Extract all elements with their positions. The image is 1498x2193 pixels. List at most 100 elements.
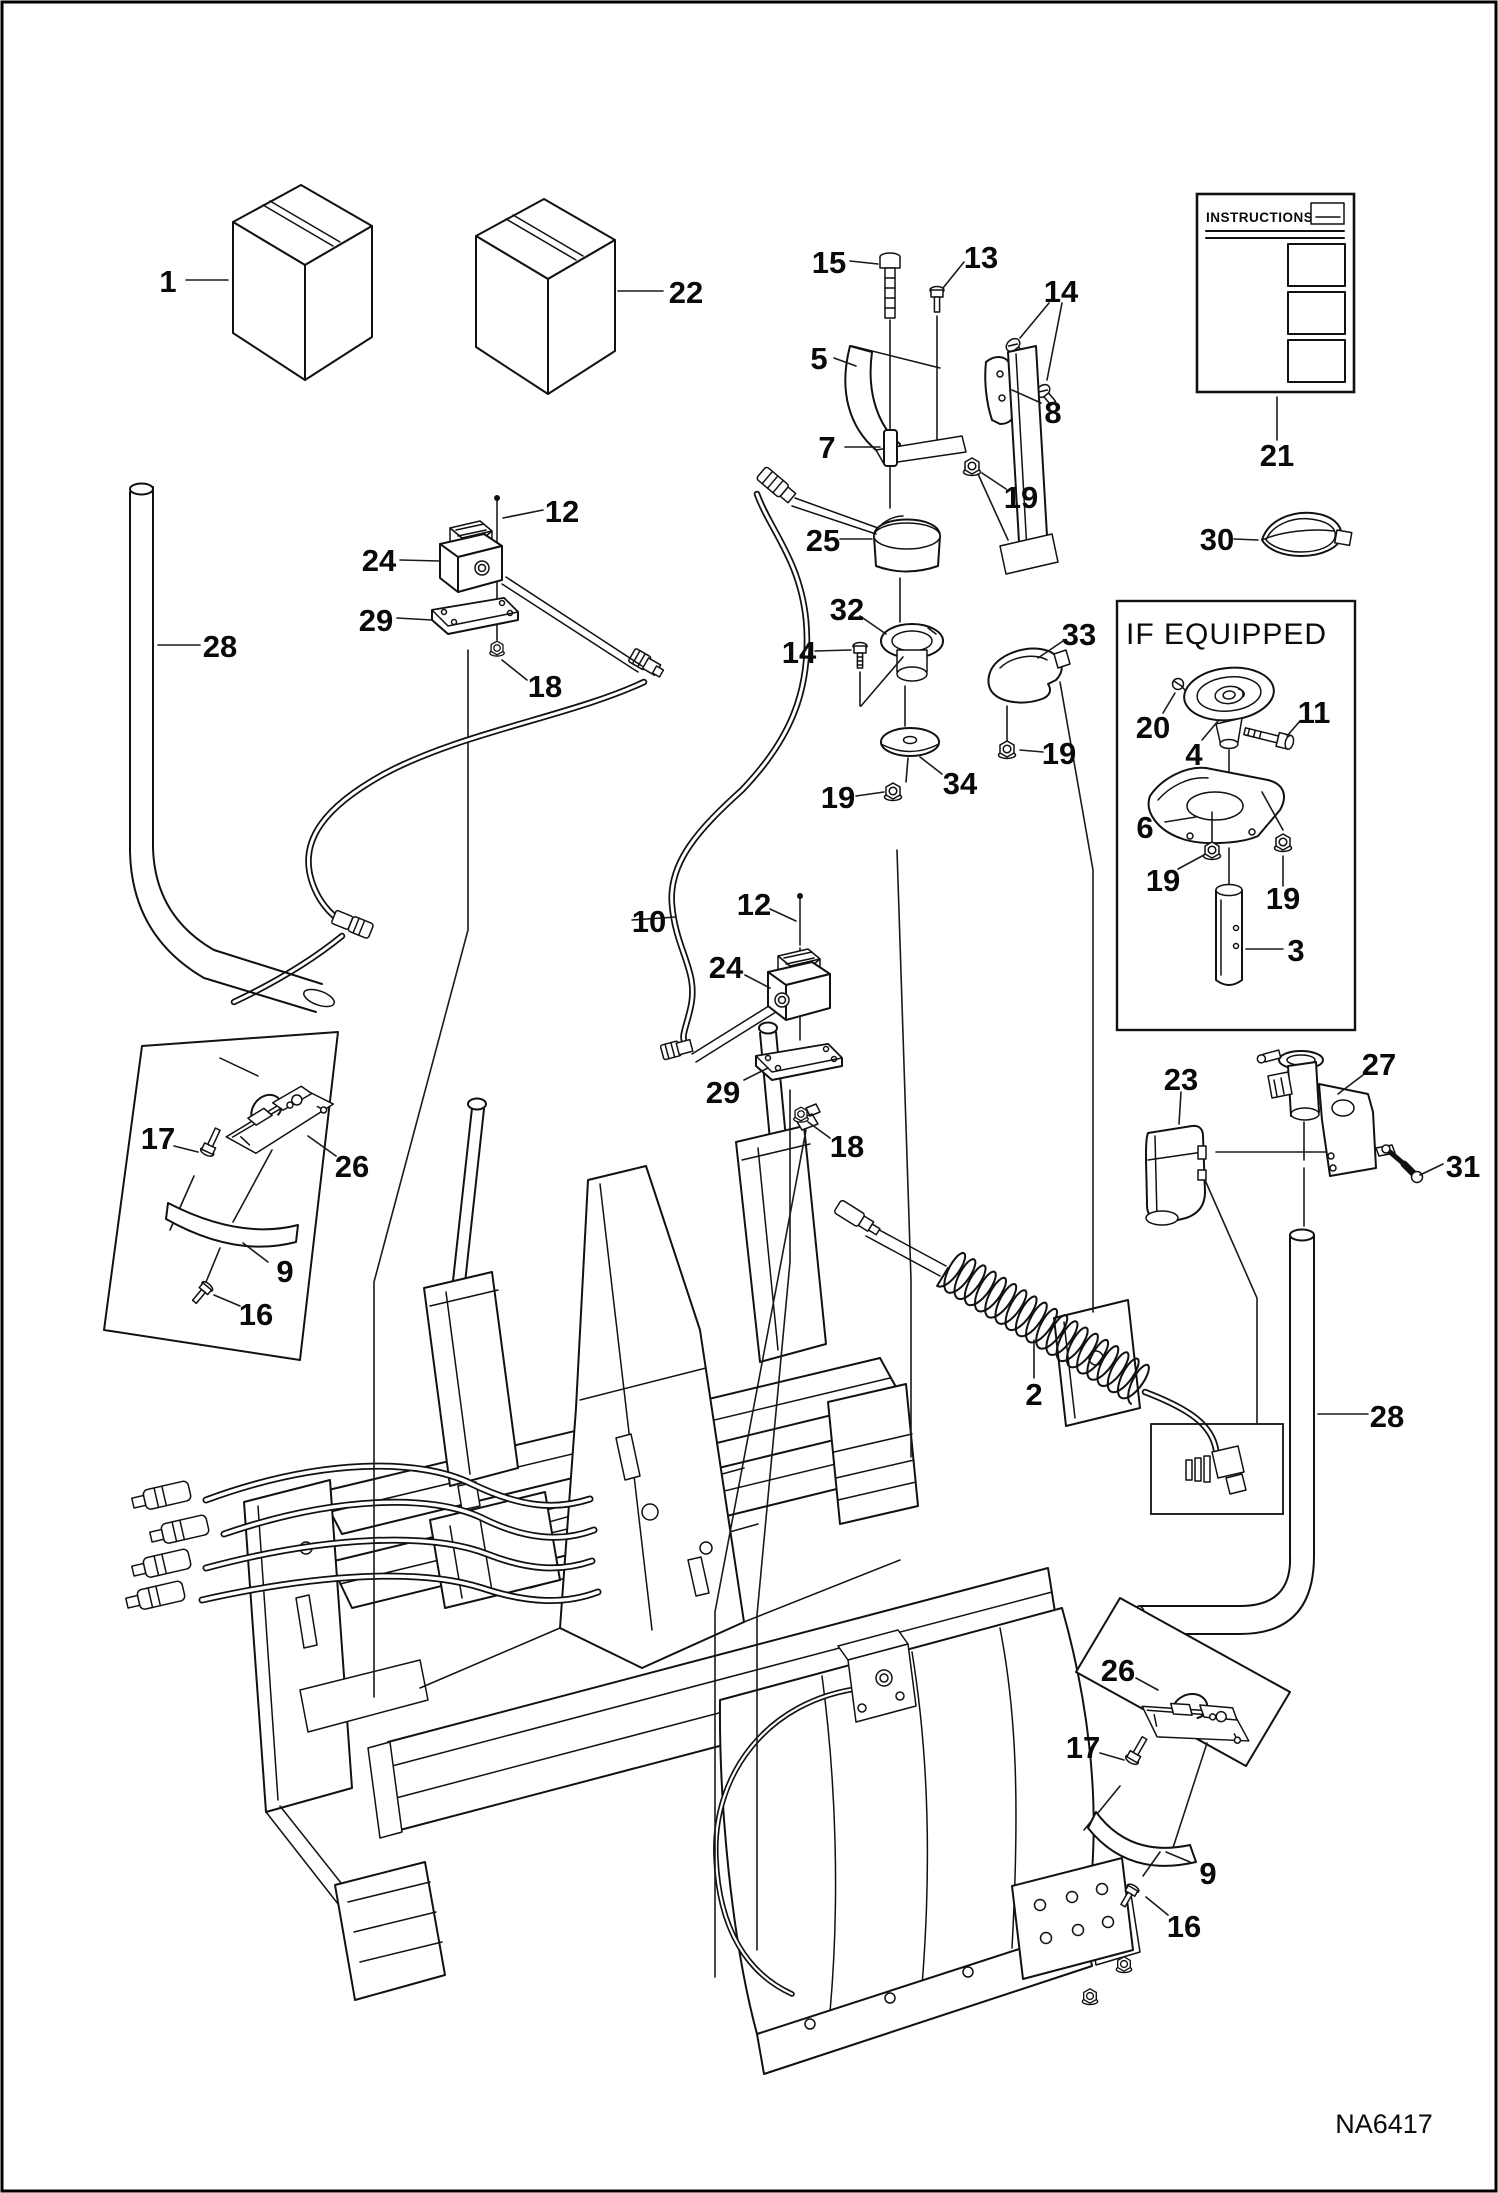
spacer-7-shape (883, 429, 898, 467)
callout-19a: 19 (1004, 480, 1038, 515)
bolt-15-icon (879, 252, 901, 319)
callout-29a: 29 (359, 603, 393, 638)
carton-box-22 (475, 198, 616, 395)
solenoid-assembly-lower (755, 893, 843, 1123)
nut-19-icon (997, 740, 1017, 760)
callout-19d: 19 (1146, 863, 1180, 898)
bolt-11-icon (1243, 727, 1295, 750)
callout-24a: 24 (362, 543, 397, 578)
callout-4: 4 (1185, 737, 1203, 772)
elbow-connector-icon (659, 1038, 694, 1061)
callout-16a: 16 (239, 1297, 273, 1332)
nut-19-icon (1202, 841, 1222, 861)
callout-7: 7 (818, 430, 835, 465)
harness-plug-icon (756, 466, 797, 504)
quick-coupler-icon (125, 1480, 210, 1610)
if-equipped-panel: IF EQUIPPED (1115, 599, 1357, 1032)
machine-illustration (125, 1021, 1141, 2075)
callout-28a: 28 (203, 629, 237, 664)
callout-2: 2 (1025, 1377, 1042, 1412)
instructions-title: INSTRUCTIONS (1206, 210, 1313, 225)
callout-18b: 18 (830, 1129, 864, 1164)
switch-housing-23 (1145, 1124, 1207, 1226)
plate-29-shape (755, 1043, 843, 1081)
callout-26b: 26 (1101, 1653, 1135, 1688)
drawing-code: NA6417 (1335, 2109, 1433, 2139)
callout-26a: 26 (335, 1149, 369, 1184)
callout-32: 32 (830, 592, 864, 627)
tube-3-shape (1215, 883, 1243, 986)
callout-1: 1 (159, 264, 176, 299)
bolt-17-icon (1124, 1736, 1148, 1766)
callout-10: 10 (632, 904, 666, 939)
callout-8: 8 (1044, 395, 1061, 430)
callout-25: 25 (806, 523, 840, 558)
callout-9b: 9 (1199, 1856, 1216, 1891)
hydraulic-hoses (125, 1462, 602, 1610)
callout-14b: 14 (782, 635, 817, 670)
nut-19-icon (883, 782, 903, 802)
callout-28b: 28 (1370, 1399, 1404, 1434)
clamp-bracket-27 (1256, 1049, 1424, 1184)
callout-22: 22 (669, 275, 703, 310)
callout-21: 21 (1260, 438, 1294, 473)
strap-9-shape (165, 1202, 299, 1248)
bolt-13-icon (929, 285, 945, 313)
nut-19-icon (1273, 833, 1293, 853)
wiring-harness (230, 466, 879, 1063)
coiled-cord-2 (834, 1199, 1284, 1515)
pulley-4-shape (1183, 666, 1275, 722)
bolt-16-icon (1120, 1883, 1140, 1908)
callout-19b: 19 (1042, 736, 1076, 771)
bracket-8-shape (984, 356, 1015, 425)
leader-lines-long (373, 649, 1333, 1978)
instructions-sheet: INSTRUCTIONS (1195, 192, 1356, 441)
plate-29-shape (431, 597, 519, 635)
callout-15: 15 (812, 245, 846, 280)
beacon-light-assembly (852, 515, 1071, 802)
solenoid-assembly-upper (431, 495, 519, 657)
elbow-fitting-icon (1185, 1445, 1247, 1495)
callout-33: 33 (1062, 617, 1096, 652)
callout-27: 27 (1362, 1047, 1396, 1082)
callout-30: 30 (1200, 522, 1234, 557)
carton-box-1 (232, 184, 373, 381)
tube-28-left (129, 482, 335, 1013)
callout-24b: 24 (709, 950, 744, 985)
callout-labels: 1 22 15 13 14 5 8 7 19 21 25 30 12 24 29… (141, 240, 1480, 1944)
callout-29b: 29 (706, 1075, 740, 1110)
handle-31-shape (1381, 1144, 1424, 1184)
callout-20: 20 (1136, 710, 1170, 745)
callout-23: 23 (1164, 1062, 1198, 1097)
callout-17a: 17 (141, 1121, 175, 1156)
callout-9a: 9 (276, 1254, 293, 1289)
light-bracket-assembly (844, 252, 1060, 575)
nut-19-icon (962, 457, 982, 477)
bolt-17-icon (199, 1127, 221, 1157)
nut-18-icon (793, 1106, 809, 1123)
nut-18-icon (489, 640, 505, 657)
callout-16b: 16 (1167, 1909, 1201, 1944)
callout-6: 6 (1136, 810, 1153, 845)
callout-5: 5 (810, 341, 827, 376)
callout-13: 13 (964, 240, 998, 275)
callout-34: 34 (943, 766, 978, 801)
bracket-6-shape (1147, 766, 1285, 845)
inline-connector-icon (331, 909, 374, 939)
leader-lines-short (157, 260, 1444, 1916)
callout-19c: 19 (821, 780, 855, 815)
callout-14a: 14 (1044, 274, 1079, 309)
callout-31: 31 (1446, 1149, 1480, 1184)
callout-17b: 17 (1066, 1730, 1100, 1765)
if-equipped-title: IF EQUIPPED (1126, 618, 1327, 651)
cable-tie-30 (1261, 511, 1353, 557)
callout-18a: 18 (528, 669, 562, 704)
callout-12b: 12 (737, 887, 771, 922)
callout-12a: 12 (545, 494, 579, 529)
callout-19e: 19 (1266, 881, 1300, 916)
bolt-16-icon (191, 1280, 214, 1305)
latch-kit-left (103, 1031, 342, 1361)
callout-3: 3 (1287, 933, 1304, 968)
